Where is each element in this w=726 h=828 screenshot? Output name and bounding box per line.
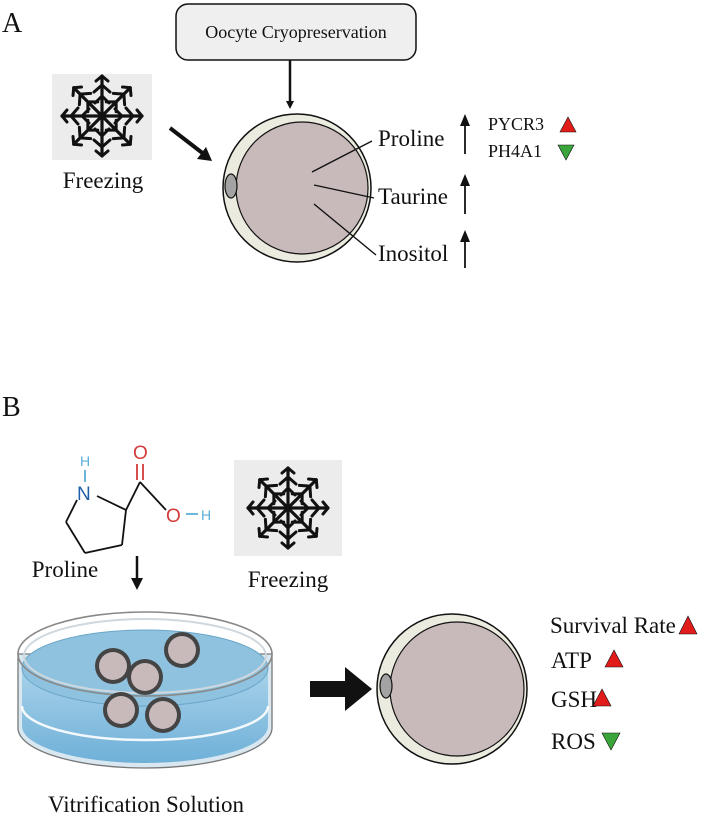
panel-a-label: A (2, 8, 23, 39)
dish-oocyte (164, 632, 200, 668)
atom-label: N (77, 484, 91, 505)
proline-structure: H N O O H (65, 443, 211, 554)
dish-oocyte (95, 648, 131, 684)
triangle-up-icon (678, 615, 698, 635)
atom-label: H (80, 453, 90, 469)
freezing-arrow-a (197, 147, 212, 161)
down-arrow-icon (131, 578, 143, 590)
petri-dish (17, 611, 273, 769)
triangle-up-icon (592, 688, 612, 707)
up-arrow-icon (460, 230, 470, 268)
molecule-name: Proline (32, 557, 98, 582)
process-box: Oocyte Cryopreservation (175, 3, 417, 61)
process-box-label: Oocyte Cryopreservation (205, 22, 386, 42)
dish-oocyte (103, 692, 139, 728)
polar-body (224, 173, 238, 199)
oocyte-b (376, 613, 528, 765)
atom-label: O (133, 443, 148, 464)
gene-label: PH4A1 (488, 141, 542, 161)
gene-label: PYCR3 (488, 114, 544, 134)
metabolite-label: Proline (378, 126, 444, 151)
dish-oocyte (127, 659, 163, 695)
dish-oocyte (145, 697, 181, 733)
snowflake-icon (234, 460, 342, 556)
up-arrow-icon (460, 114, 470, 154)
outcome-label: GSH (551, 687, 597, 712)
up-arrow-icon (460, 174, 470, 214)
panel-b-label: B (2, 392, 21, 423)
oocyte-a (222, 113, 372, 263)
freezing-label-b: Freezing (248, 567, 329, 592)
snowflake-icon (52, 74, 152, 160)
polar-body (379, 673, 393, 699)
outcome-label: Survival Rate (550, 613, 676, 638)
outcome-label: ROS (551, 729, 596, 754)
dish-label: Vitrification Solution (48, 792, 245, 817)
metabolite-label: Inositol (378, 241, 448, 266)
metabolite-label: Taurine (378, 184, 448, 209)
triangle-up-icon (559, 116, 577, 133)
triangle-down-icon (601, 732, 621, 751)
atom-label: H (201, 507, 211, 523)
triangle-down-icon (557, 144, 575, 161)
triangle-up-icon (604, 649, 624, 668)
freezing-label-a: Freezing (63, 168, 144, 193)
big-arrow-icon (310, 667, 372, 711)
outcome-label: ATP (551, 648, 592, 673)
atom-label: O (166, 506, 181, 527)
